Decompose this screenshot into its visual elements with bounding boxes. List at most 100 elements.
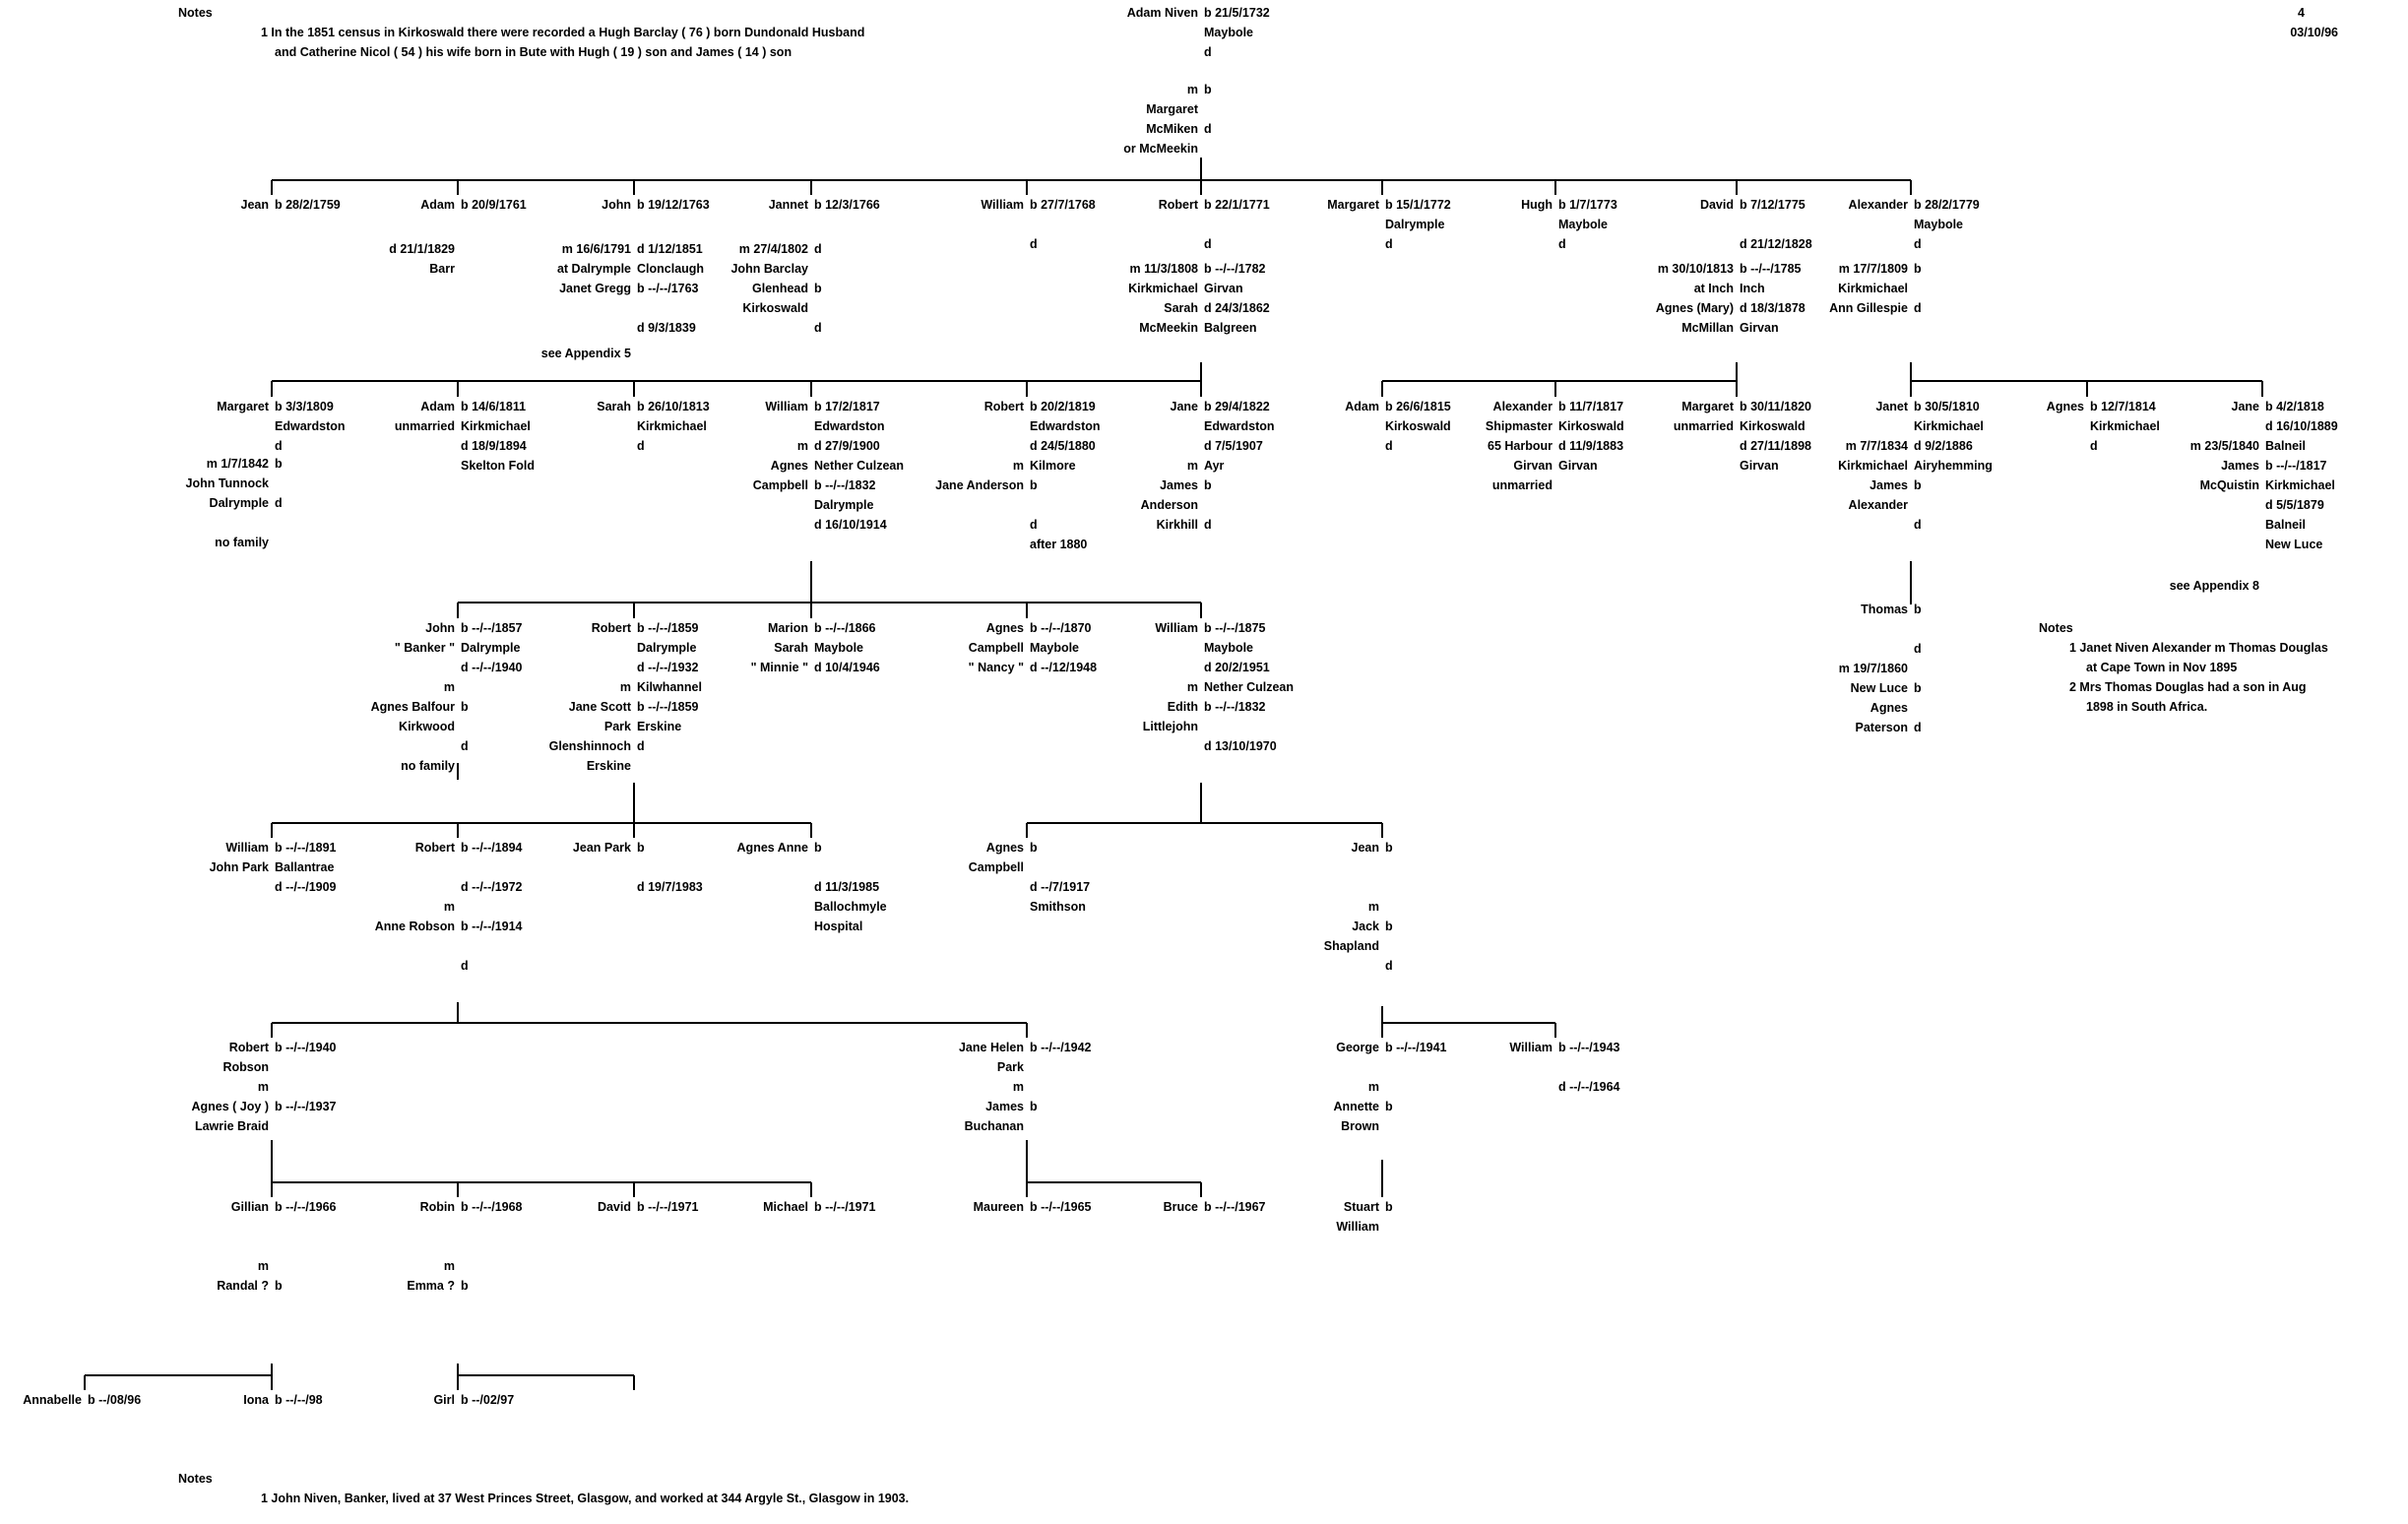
person-detail: b 11/7/1817 Kirkoswald d 11/9/1883 Girva… [1558,400,1624,473]
person-detail: b d b d [1914,603,1922,734]
person-detail: b --/--/1866 Maybole d 10/4/1946 [814,621,880,674]
person-label: Jane m James Anderson Kirkhill [1140,400,1198,532]
person-label: William [981,198,1024,212]
person-label: Agnes [2046,400,2084,413]
person-detail: b --/--/1870 Maybole d --/12/1948 [1030,621,1098,674]
person-detail: b 28/2/1779 Maybole d [1914,198,1980,251]
person-detail: b 21/5/1732 Maybole d [1204,6,1270,59]
person-detail: b 29/4/1822 Edwardston d 7/5/1907 Ayr b … [1204,400,1275,532]
person-label: Robert m Anne Robson [374,841,455,933]
person-label: m 16/6/1791 at Dalrymple Janet Gregg [556,242,631,295]
person-detail: b 20/9/1761 [461,198,527,212]
person-detail: b --/--/1971 [637,1200,699,1214]
person-detail: b 30/11/1820 Kirkoswald d 27/11/1898 Gir… [1740,400,1811,473]
notes-heading-top: Notes [178,6,213,20]
person-label: Alexander [1848,198,1908,212]
person-label: William m Edith Littlejohn [1142,621,1198,733]
person-label: d 21/1/1829 Barr [389,242,455,276]
page-number: 4 [2298,6,2305,20]
person-detail: b d [1914,262,1922,315]
person-detail: b --/--/1971 [814,1200,876,1214]
person-detail: b 4/2/1818 d 16/10/1889 Balneil b --/--/… [2265,400,2338,551]
person-detail: b 26/10/1813 Kirkmichael d [637,400,710,453]
person-label: Robert [1158,198,1198,212]
person-label: Iona [243,1393,269,1407]
person-label: see Appendix 8 [2169,579,2259,593]
person-label: Hugh [1521,198,1553,212]
person-label: Robert Robson m Agnes ( Joy ) Lawrie Bra… [191,1041,270,1133]
person-detail: b 12/3/1766 [814,198,880,212]
person-label: Alexander Shipmaster 65 Harbour Girvan u… [1485,400,1553,492]
person-label: Sarah [597,400,631,413]
person-detail: b d --/7/1917 Smithson [1030,841,1091,914]
person-label: Agnes Campbell [968,841,1024,874]
side-note-line-1: 1 Janet Niven Alexander m Thomas Douglas [2069,641,2328,655]
person-detail: b --/--/1940 b --/--/1937 [275,1041,337,1113]
person-detail: b 22/1/1771 d [1204,198,1270,251]
person-detail: b 26/6/1815 Kirkoswald d [1385,400,1451,453]
person-label: Jean m Jack Shapland [1323,841,1379,953]
person-detail: b 14/6/1811 Kirkmichael d 18/9/1894 Skel… [461,400,535,473]
person-detail: b 7/12/1775 d 21/12/1828 [1740,198,1812,251]
person-detail: b --/--/1966 b [275,1200,337,1293]
person-label: see Appendix 5 [540,347,631,360]
person-detail: b 15/1/1772 Dalrymple d [1385,198,1451,251]
bottom-note-line-1: 1 John Niven, Banker, lived at 37 West P… [261,1492,910,1505]
side-note-line-3: 2 Mrs Thomas Douglas had a son in Aug [2069,680,2307,694]
person-label: Margaret unmarried [1673,400,1734,433]
person-label: Adam [420,198,455,212]
person-detail: b --/08/96 [88,1393,142,1407]
person-label: William John Park [209,841,269,874]
top-note-line-2: and Catherine Nicol ( 54 ) his wife born… [275,45,792,59]
person-label: m 17/7/1809 Kirkmichael Ann Gillespie [1829,262,1908,315]
person-label: Jane m 23/5/1840 James McQuistin [2189,400,2259,492]
person-label: Stuart William [1336,1200,1379,1234]
person-label: Michael [763,1200,808,1214]
person-label: Margaret [217,400,269,413]
side-note-line-4: 1898 in South Africa. [2086,700,2208,714]
person-detail: b --/--/1943 d --/--/1964 [1558,1041,1620,1094]
person-label: David [597,1200,631,1214]
person-detail: b --/--/1968 b [461,1200,523,1293]
person-label: William m Agnes Campbell [752,400,808,492]
person-label: Girl [433,1393,455,1407]
person-label: Marion Sarah " Minnie " [750,621,808,674]
person-detail: d b d [814,242,822,335]
person-detail: b --/--/98 [275,1393,323,1407]
person-detail: b d [1204,83,1212,136]
person-detail: b --/--/1894 d --/--/1972 b --/--/1914 d [461,841,523,973]
person-detail: b --/02/97 [461,1393,515,1407]
person-label: Maureen [973,1200,1024,1214]
person-label: William [1509,1041,1553,1054]
person-label: David [1699,198,1734,212]
person-label: m 1/7/1842 John Tunnock Dalrymple no fam… [185,457,270,549]
person-detail: b 30/5/1810 Kirkmichael d 9/2/1886 Airyh… [1914,400,1993,532]
person-label: Janet m 7/7/1834 Kirkmichael James Alexa… [1838,400,1908,512]
person-label: Adam unmarried [394,400,455,433]
person-detail: b 28/2/1759 [275,198,341,212]
person-label: Robin m Emma ? [407,1200,455,1293]
person-detail: d 1/12/1851 Clonclaugh b --/--/1763 d 9/… [637,242,705,335]
person-detail: b d [275,457,283,510]
top-note-line-1: 1 In the 1851 census in Kirkoswald there… [261,26,865,39]
person-detail: b --/--/1785 Inch d 18/3/1878 Girvan [1740,262,1806,335]
person-label: Jannet [768,198,808,212]
person-label: Adam [1345,400,1379,413]
person-detail: b [1385,1200,1393,1214]
side-notes-heading: Notes [2039,621,2073,635]
person-detail: b 17/2/1817 Edwardston d 27/9/1900 Nethe… [814,400,904,532]
person-label: Robert m Jane Scott Park Glenshinnoch Er… [548,621,631,773]
person-detail: b d 11/3/1985 Ballochmyle Hospital [814,841,887,933]
person-label: Adam Niven [1126,6,1198,20]
person-detail: b --/--/1891 Ballantrae d --/--/1909 [275,841,337,894]
person-label: John " Banker " m Agnes Balfour Kirkwood… [370,621,455,773]
person-label: m Margaret McMiken or McMeekin [1123,83,1198,156]
person-detail: b --/--/1967 [1204,1200,1266,1214]
person-detail: b 12/7/1814 Kirkmichael d [2090,400,2160,453]
person-detail: b --/--/1942 b [1030,1041,1092,1113]
side-note-line-2: at Cape Town in Nov 1895 [2086,661,2238,674]
person-detail: b 19/12/1763 [637,198,710,212]
person-label: Thomas m 19/7/1860 New Luce Agnes Paters… [1838,603,1908,734]
